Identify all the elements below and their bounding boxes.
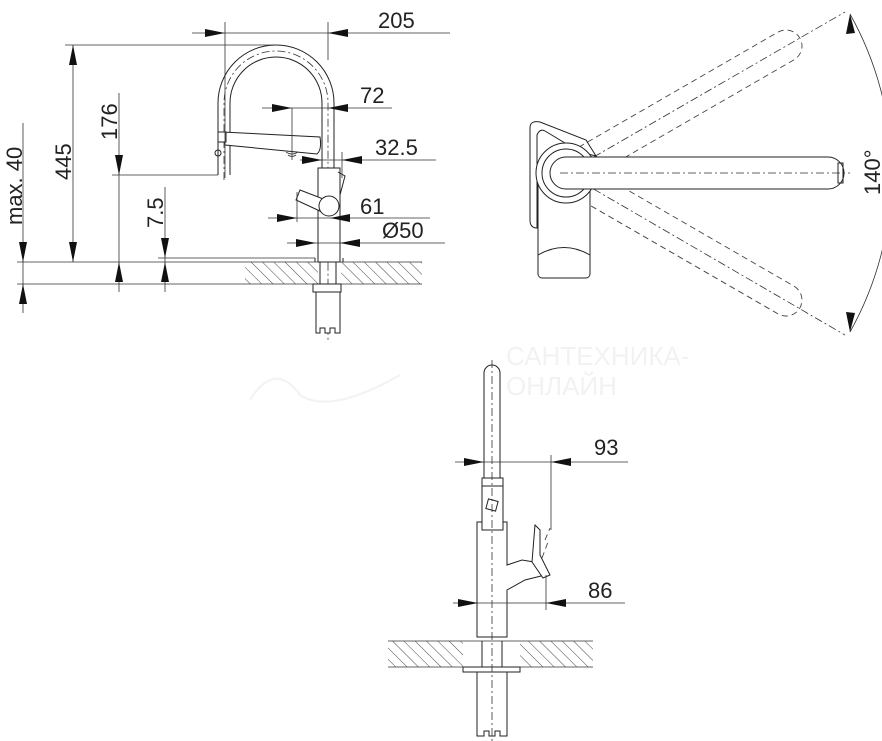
dim-445: 445 — [51, 44, 276, 262]
side-view: 205 445 176 7.5 max. 40 — [2, 8, 450, 340]
svg-text:93: 93 — [594, 435, 618, 460]
dim-86: 86 — [453, 575, 625, 610]
svg-text:205: 205 — [378, 8, 415, 33]
svg-text:61: 61 — [360, 194, 384, 219]
spout-rotated-left — [578, 29, 803, 176]
dim-32-5: 32.5 — [300, 135, 436, 178]
dim-72: 72 — [262, 83, 392, 160]
dim-176: 176 — [97, 93, 218, 292]
svg-text:7.5: 7.5 — [143, 197, 168, 228]
spout-top — [549, 156, 845, 190]
dim-7-5: 7.5 — [143, 187, 315, 292]
svg-text:176: 176 — [97, 103, 122, 140]
spout-rotated-right — [578, 170, 803, 317]
svg-text:32.5: 32.5 — [375, 135, 418, 160]
countertop-side — [17, 261, 422, 285]
dim-max-40: max. 40 — [2, 123, 27, 313]
dim-93: 93 — [455, 435, 628, 530]
dim-61: 61 — [268, 192, 430, 222]
svg-text:ОНЛАЙН: ОНЛАЙН — [506, 371, 617, 401]
svg-text:max. 40: max. 40 — [2, 147, 27, 225]
watermark: САНТЕХНИКА- ОНЛАЙН — [249, 341, 690, 403]
svg-text:86: 86 — [588, 578, 612, 603]
faucet-spout-side — [214, 44, 346, 340]
dim-diameter-50: Ø50 — [287, 218, 445, 247]
svg-text:140°: 140° — [860, 149, 882, 195]
svg-text:445: 445 — [51, 143, 76, 180]
front-view: 93 86 — [388, 360, 628, 741]
svg-text:Ø50: Ø50 — [382, 218, 424, 243]
top-view: 140° — [529, 11, 882, 336]
dim-205: 205 — [192, 8, 450, 178]
svg-text:САНТЕХНИКА-: САНТЕХНИКА- — [506, 341, 690, 371]
svg-text:72: 72 — [360, 83, 384, 108]
